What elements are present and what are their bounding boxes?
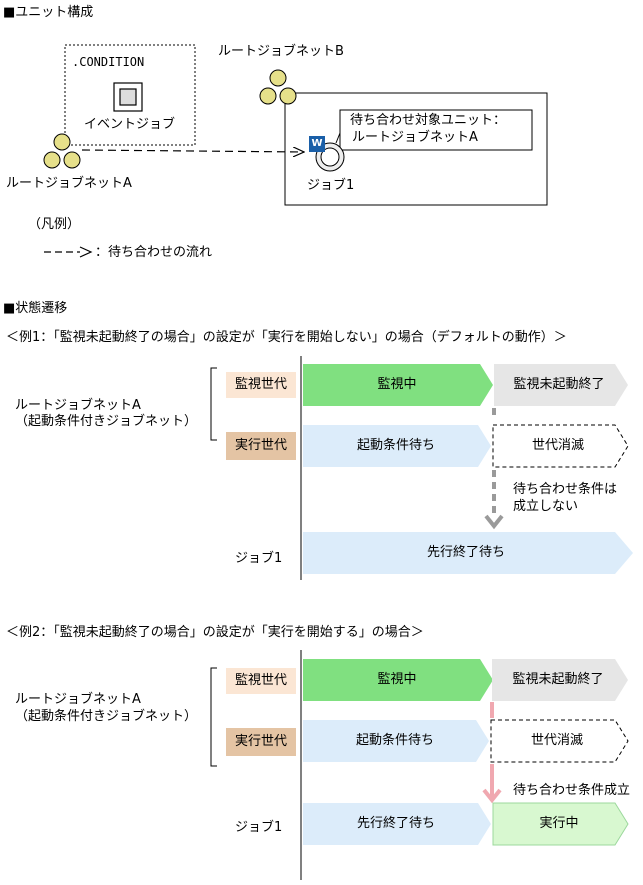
event-job-label: イベントジョブ: [84, 117, 176, 132]
ex2-monitoring-label: 監視中: [377, 672, 417, 687]
ex2-heading: ＜例2：「監視未起動終了の場合」の設定が「実行を開始する」の場合＞: [6, 625, 424, 640]
ex2-monitor-end-label: 監視未起動終了: [512, 672, 604, 687]
ex2-gen-disappear-bar: [490, 719, 629, 763]
w-badge-label: W: [311, 138, 323, 149]
job1-label: ジョブ1: [307, 178, 355, 193]
ex1-jobnet-line1: ルートジョブネットA: [15, 398, 141, 413]
jobnet-b-icon: [259, 69, 297, 105]
ex1-jobnet-line2: （起動条件付きジョブネット）: [15, 414, 198, 429]
ex2-monitor-gen-bg: [226, 668, 296, 694]
target-unit-line1: 待ち合わせ対象ユニット：: [350, 113, 507, 128]
ex2-running-bar: [492, 802, 629, 846]
condition-box: [64, 44, 196, 146]
event-job-icon: [113, 82, 143, 112]
section1-title: ■ユニット構成: [3, 5, 94, 20]
legend-title: （凡例）: [28, 217, 81, 232]
ex2-cond-established: 待ち合わせ条件成立: [513, 783, 631, 798]
ex1-cond-line1: 待ち合わせ条件は: [513, 482, 618, 497]
ex1-exec-gen: 実行世代: [234, 438, 287, 453]
jobnet-a-icon: [43, 133, 81, 169]
ex1-gen-disappear-bar: [492, 424, 629, 468]
legend-dashed-arrow: [44, 246, 93, 258]
target-unit-leader: [335, 132, 341, 144]
ex1-cond-line2: 成立しない: [513, 499, 579, 514]
ex1-job1-waiting-bar: [303, 532, 633, 574]
ex2-pink-arrow: [482, 702, 502, 804]
ex2-job1-waiting-label: 先行終了待ち: [356, 816, 435, 831]
ex2-bracket: [210, 667, 217, 767]
ex2-waiting-cond-label: 起動条件待ち: [355, 733, 434, 748]
condition-label: .CONDITION: [72, 55, 145, 69]
ex1-exec-gen-bg: [226, 432, 296, 460]
wait-flow-arrow: [81, 150, 304, 152]
section2-title: ■状態遷移: [3, 301, 68, 316]
ex1-bracket: [210, 367, 217, 441]
ex1-job1-waiting-label: 先行終了待ち: [426, 545, 505, 560]
ex2-jobnet-line2: （起動条件付きジョブネット）: [15, 709, 198, 724]
ex2-job1-waiting-bar: [303, 803, 491, 845]
ex1-heading: ＜例1：「監視未起動終了の場合」の設定が「実行を開始しない」の場合（デフォルトの…: [6, 330, 567, 345]
ex1-waiting-cond-bar: [303, 425, 491, 467]
ex1-job1: ジョブ1: [235, 551, 283, 566]
ex2-gen-disappear-label: 世代消滅: [530, 733, 583, 748]
target-unit-box: [339, 109, 533, 151]
ex2-exec-gen: 実行世代: [234, 734, 287, 749]
job1-icon: [309, 136, 345, 172]
ex2-monitoring-bar: [303, 659, 493, 701]
ex2-job1: ジョブ1: [235, 820, 283, 835]
ex1-monitoring-bar: [303, 364, 493, 406]
ex2-running-label: 実行中: [539, 816, 579, 831]
ex2-monitor-gen: 監視世代: [234, 673, 287, 688]
ex2-exec-gen-bg: [226, 728, 296, 756]
ex1-monitor-end-bar: [494, 364, 628, 406]
jobnet-b-label: ルートジョブネットB: [218, 44, 344, 59]
ex1-monitoring-label: 監視中: [377, 377, 417, 392]
ex2-jobnet-line1: ルートジョブネットA: [15, 692, 141, 707]
ex1-gray-arrow: [484, 408, 504, 530]
ex1-monitor-gen: 監視世代: [234, 377, 287, 392]
jobnet-b-box: [284, 92, 548, 206]
ex1-waiting-cond-label: 起動条件待ち: [356, 438, 435, 453]
ex1-gen-disappear-label: 世代消滅: [531, 438, 584, 453]
ex2-monitor-end-bar: [492, 659, 628, 701]
target-unit-line2: ルートジョブネットA: [352, 130, 478, 145]
ex2-waiting-cond-bar: [303, 720, 489, 762]
ex1-monitor-gen-bg: [226, 372, 296, 398]
legend-item: ：待ち合わせの流れ: [95, 245, 213, 260]
ex1-monitor-end-label: 監視未起動終了: [513, 377, 605, 392]
jobnet-a-label: ルートジョブネットA: [6, 176, 132, 191]
